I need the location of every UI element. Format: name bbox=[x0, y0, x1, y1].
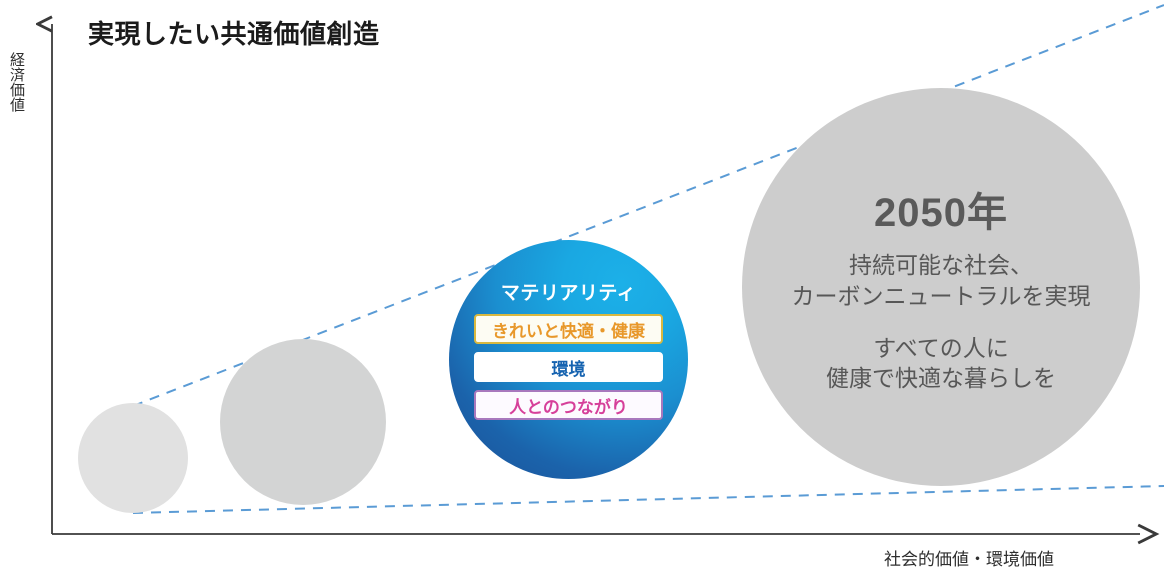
future-line-1: 持続可能な社会、 bbox=[849, 252, 1033, 279]
bubble-present-medium bbox=[220, 339, 386, 505]
future-line-4: 健康で快適な暮らしを bbox=[826, 365, 1056, 392]
page-title: 実現したい共通価値創造 bbox=[88, 19, 380, 49]
materiality-item-environment[interactable]: 環境 bbox=[474, 352, 663, 382]
materiality-heading: マテリアリティ bbox=[500, 283, 637, 304]
future-line-2: カーボンニュートラルを実現 bbox=[791, 282, 1091, 309]
future-year: 2050年 bbox=[874, 191, 1008, 236]
materiality-item-health[interactable]: きれいと快適・健康 bbox=[474, 314, 663, 344]
future-line-3: すべての人に bbox=[873, 335, 1009, 361]
future-vision-content: 2050年 持続可能な社会、 カーボンニュートラルを実現 すべての人に 健康で快… bbox=[742, 88, 1140, 486]
materiality-item-people[interactable]: 人とのつながり bbox=[474, 390, 663, 420]
bubble-target-2050 bbox=[742, 88, 1140, 486]
x-axis-label: 社会的価値・環境価値 bbox=[884, 550, 1054, 569]
y-axis-label: 経済価値 bbox=[8, 52, 25, 112]
materiality-content: マテリアリティ きれいと快適・健康 環境 人とのつながり bbox=[449, 240, 688, 479]
bubble-past-small bbox=[78, 403, 188, 513]
